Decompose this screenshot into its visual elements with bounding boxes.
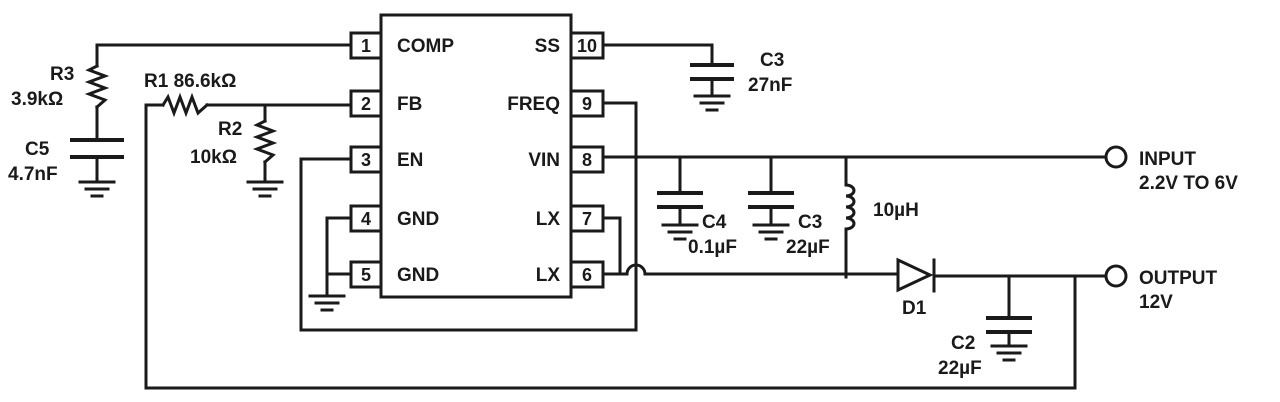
ic-pin-1: 1 COMP (349, 31, 454, 60)
capacitor-c3-ss (690, 63, 734, 81)
ic-pin-10: 10 SS (535, 31, 605, 60)
ic-pin-5: 5 GND (349, 260, 439, 289)
svg-text:6: 6 (582, 265, 592, 285)
ground-r2 (246, 180, 284, 198)
c4-name: C4 (702, 212, 727, 233)
svg-text:GND: GND (397, 265, 439, 286)
capacitor-c2 (986, 316, 1032, 334)
ground-ic (308, 294, 346, 312)
svg-text:COMP: COMP (397, 36, 454, 57)
ic-body (379, 13, 573, 299)
svg-text:LX: LX (536, 209, 561, 230)
ground-c2 (990, 344, 1028, 362)
c2-value: 22µF (938, 358, 982, 379)
comp-wire (95, 43, 353, 184)
svg-text:EN: EN (397, 150, 423, 171)
output-voltage: 12V (1139, 292, 1173, 313)
r2-value: 10kΩ (190, 147, 237, 168)
en-freq-wire (299, 101, 638, 332)
fb-wire (144, 103, 353, 390)
svg-text:10: 10 (577, 36, 597, 56)
input-terminal (1104, 145, 1128, 169)
svg-text:LX: LX (536, 265, 561, 286)
ic-pin-9: 9 FREQ (507, 89, 605, 118)
inductor-l1 (844, 183, 856, 231)
svg-text:8: 8 (582, 150, 592, 170)
resistor-r3 (84, 63, 110, 110)
inductor-value: 10µH (873, 200, 919, 221)
c5-value: 4.7nF (8, 164, 58, 185)
input-label: INPUT (1139, 149, 1196, 170)
svg-text:3: 3 (361, 150, 371, 170)
diode-d1 (896, 257, 936, 293)
ic-pin-7: 7 LX (536, 204, 605, 233)
svg-text:FREQ: FREQ (507, 94, 560, 115)
capacitor-c3-in (748, 191, 794, 209)
c3-ss-name: C3 (760, 50, 784, 71)
c3-in-name: C3 (798, 212, 822, 233)
c4-value: 0.1µF (688, 237, 737, 258)
r1-label: R1 86.6kΩ (144, 71, 236, 92)
resistor-r2 (252, 118, 278, 165)
c2-name: C2 (951, 333, 975, 354)
r2-name: R2 (218, 119, 242, 140)
svg-text:FB: FB (397, 94, 422, 115)
ground-c5 (78, 180, 116, 198)
ground-c3-in (752, 223, 790, 241)
output-label: OUTPUT (1139, 268, 1218, 289)
svg-text:5: 5 (361, 265, 371, 285)
svg-text:VIN: VIN (528, 150, 560, 171)
svg-text:SS: SS (535, 36, 560, 57)
r3-value: 3.9kΩ (11, 89, 63, 110)
lx-wire (601, 216, 900, 276)
ss-wire (601, 43, 714, 98)
svg-text:1: 1 (361, 36, 371, 56)
svg-text:7: 7 (582, 209, 592, 229)
feedback-wire (144, 274, 1077, 390)
c5-name: C5 (25, 139, 50, 160)
ic-pin-8: 8 VIN (528, 145, 605, 174)
input-range: 2.2V TO 6V (1139, 173, 1238, 194)
svg-text:GND: GND (397, 209, 439, 230)
ic-pin-6: 6 LX (536, 260, 605, 289)
svg-text:4: 4 (361, 209, 371, 229)
ic-pin-2: 2 FB (349, 89, 422, 118)
output-terminal (1104, 264, 1128, 288)
ground-c3-ss (693, 94, 731, 112)
d1-name: D1 (902, 298, 927, 319)
gnd-pins-wire (325, 216, 353, 298)
c3-ss-value: 27nF (748, 75, 792, 96)
capacitor-c4 (657, 191, 703, 209)
svg-text:2: 2 (361, 94, 371, 114)
c3-in-value: 22µF (786, 237, 830, 258)
svg-text:9: 9 (582, 94, 592, 114)
capacitor-c5 (70, 138, 124, 159)
r3-name: R3 (50, 64, 74, 85)
resistor-r1 (160, 92, 210, 118)
ground-c4 (661, 223, 699, 241)
